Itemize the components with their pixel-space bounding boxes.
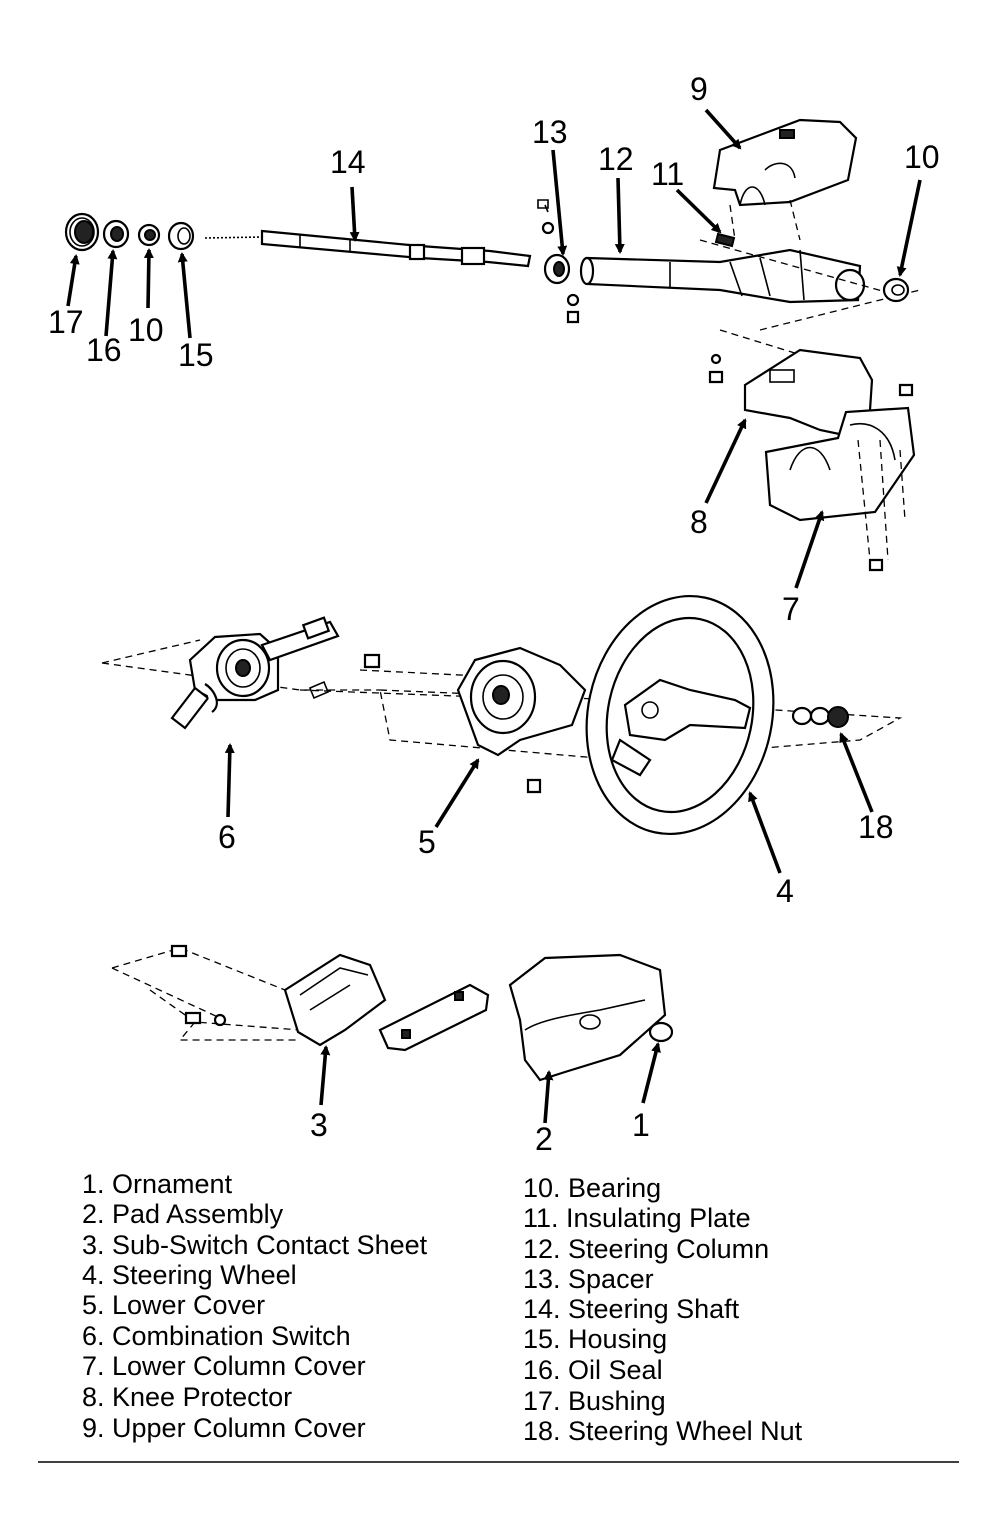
callout-18: 18 (858, 809, 894, 845)
legend-item: 10. Bearing (523, 1173, 661, 1203)
legend-item: 2. Pad Assembly (82, 1199, 284, 1229)
callout-9: 9 (690, 71, 708, 107)
callout-12: 12 (598, 141, 634, 177)
legend-item: 5. Lower Cover (82, 1290, 265, 1320)
callout-4: 4 (776, 873, 794, 909)
callout-5: 5 (418, 824, 436, 860)
legend-right: 10. Bearing 11. Insulating Plate 12. Ste… (523, 1173, 803, 1446)
callout-6: 6 (218, 819, 236, 855)
sub-switch-contact-sheet-3 (170, 944, 490, 1052)
legend-item: 1. Ornament (82, 1169, 233, 1199)
bearing-10-left (137, 223, 161, 247)
legend-item: 18. Steering Wheel Nut (523, 1416, 803, 1446)
callout-15: 15 (178, 337, 214, 373)
steering-wheel-nut-18 (791, 706, 849, 728)
steering-shaft-14 (204, 229, 532, 268)
spacer-13 (537, 199, 580, 324)
callout-17: 17 (48, 304, 84, 340)
callout-13: 13 (532, 114, 568, 150)
callout-7: 7 (782, 591, 800, 627)
ornament-1 (648, 1021, 674, 1043)
legend-item: 11. Insulating Plate (523, 1203, 751, 1233)
lower-column-cover-7 (764, 406, 916, 572)
callout-10-right: 10 (904, 139, 940, 175)
insulating-plate-11 (714, 232, 736, 248)
callout-1: 1 (632, 1107, 650, 1143)
legend-item: 9. Upper Column Cover (82, 1413, 366, 1443)
bushing-17 (64, 212, 100, 252)
callout-3: 3 (310, 1107, 328, 1143)
legend-item: 16. Oil Seal (523, 1355, 663, 1385)
callout-16: 16 (86, 332, 122, 368)
oil-seal-16 (102, 219, 130, 249)
legend-item: 17. Bushing (523, 1386, 666, 1416)
upper-column-cover-9 (712, 118, 858, 241)
combination-switch-6 (170, 616, 340, 730)
pad-assembly-2 (508, 953, 667, 1082)
legend-item: 7. Lower Column Cover (82, 1351, 366, 1381)
steering-wheel-4 (585, 594, 775, 836)
legend-item: 4. Steering Wheel (82, 1260, 297, 1290)
knee-protector-8 (708, 348, 914, 442)
callout-2: 2 (535, 1121, 553, 1157)
steering-column-12 (579, 239, 921, 371)
bearing-10-right (882, 277, 910, 303)
lower-cover-5 (363, 646, 587, 794)
legend-item: 14. Steering Shaft (523, 1294, 740, 1324)
housing-15 (167, 221, 195, 251)
legend-item: 13. Spacer (523, 1264, 654, 1294)
legend-left: 1. Ornament 2. Pad Assembly 3. Sub-Switc… (82, 1169, 428, 1443)
legend-item: 6. Combination Switch (82, 1321, 351, 1351)
callout-8: 8 (690, 504, 708, 540)
callout-11: 11 (651, 156, 684, 192)
callout-14: 14 (330, 144, 366, 180)
legend-item: 8. Knee Protector (82, 1382, 292, 1412)
legend-item: 3. Sub-Switch Contact Sheet (82, 1230, 428, 1260)
legend-item: 12. Steering Column (523, 1234, 769, 1264)
legend-item: 15. Housing (523, 1324, 667, 1354)
callout-10-left: 10 (128, 312, 164, 348)
